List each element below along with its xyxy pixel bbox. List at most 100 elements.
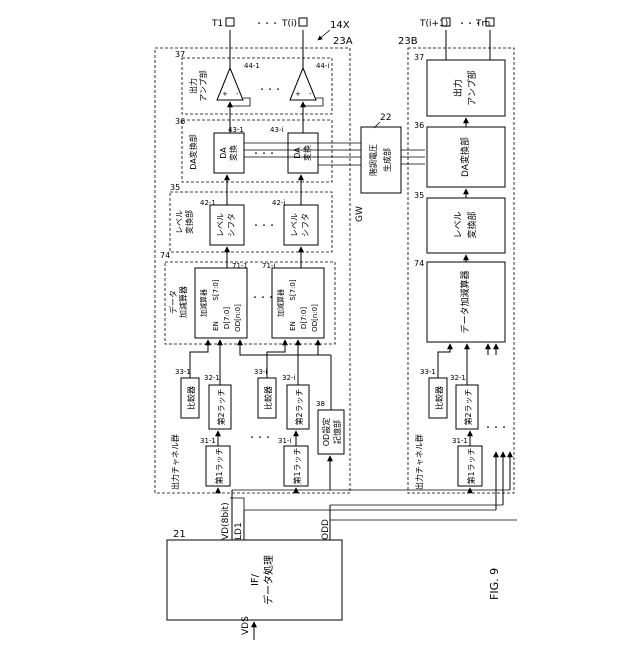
b-ls-line1: レベル <box>454 211 464 238</box>
amp-i-plus: + <box>295 90 301 98</box>
adder-i-s: S[7:0] <box>289 279 297 300</box>
da-i-text2: 変換 <box>302 145 312 161</box>
ref-74: 74 <box>160 251 170 260</box>
sec-amp-line2: アンプ部 <box>198 70 208 101</box>
label-t1: T1 <box>211 19 223 29</box>
adder-i-od: OD[n:0] <box>311 304 319 332</box>
terminal-ellipsis-b: ・・・ <box>458 19 482 28</box>
latch1-i-text: 第1ラッチ <box>292 447 302 484</box>
ref-22: 22 <box>380 113 391 123</box>
sec-amp-line1: 出力 <box>188 78 198 94</box>
terminal-ti <box>299 18 307 26</box>
label-gw: GW <box>355 206 365 222</box>
latch2-1-text: 第2ラッチ <box>216 388 226 425</box>
b-ref-36: 36 <box>414 121 424 130</box>
ref-71-1: 71-1 <box>232 262 248 270</box>
terminal-t1 <box>226 18 234 26</box>
block-22-box <box>361 127 401 193</box>
out-ch-group-b: 出力チャネル群 <box>414 434 424 490</box>
b-ref-35: 35 <box>414 191 424 200</box>
block-21-label-1: IF/ <box>250 573 261 586</box>
ref-21: 21 <box>173 529 186 540</box>
ref-23a: 23A <box>333 36 353 47</box>
adder-1-od: OD[n:0] <box>234 304 242 332</box>
ref-71-i: 71-i <box>262 262 275 270</box>
ref-35: 35 <box>170 183 180 192</box>
b-amp-line2: アンプ部 <box>466 70 478 105</box>
cmpi-to-adderi <box>267 340 285 378</box>
sec-da-line1: DA変換部 <box>188 134 198 170</box>
block-22-line1: 階調電圧 <box>368 144 378 176</box>
signal-vd: VD(8bit) <box>221 502 231 540</box>
b-ref-74: 74 <box>414 259 424 268</box>
b-amp-box <box>427 60 505 116</box>
ref-36: 36 <box>175 117 185 126</box>
ls-i-text2: シフタ <box>301 213 310 237</box>
b-cmp-text: 比較器 <box>434 386 444 410</box>
b-ls-line2: 変換部 <box>466 211 478 238</box>
ref-38: 38 <box>316 400 325 408</box>
ref-33-i: 33-i <box>254 368 267 376</box>
cmp-i-text: 比較器 <box>263 386 273 410</box>
ref-33-1: 33-1 <box>175 368 191 376</box>
adder-1-d: D[7:0] <box>223 307 231 329</box>
ref-44-1: 44-1 <box>244 62 260 70</box>
label-ti: T(i) <box>281 19 297 29</box>
adder-i-en: EN <box>289 321 297 331</box>
terminal-ellipsis: ・・・ <box>255 19 279 28</box>
ref-37: 37 <box>175 50 185 59</box>
amp-ellipsis: ・・・ <box>258 85 282 94</box>
ref-14x: 14X <box>330 20 350 31</box>
sec-ls-line2: 変換部 <box>184 210 194 234</box>
od-line1: OD設定 <box>321 418 331 446</box>
block-21: 21 IF/ データ処理 VDS <box>167 529 342 640</box>
ref-43-i: 43-i <box>270 126 283 134</box>
ref-42-1: 42-1 <box>200 199 216 207</box>
da-1-text2: 変換 <box>228 145 238 161</box>
b-latch2-text: 第2ラッチ <box>463 388 473 425</box>
adder-ellipsis: ・・・ <box>251 293 275 302</box>
ls-ellipsis: ・・・ <box>252 221 276 230</box>
amp-i <box>290 68 316 100</box>
latch1-1-text: 第1ラッチ <box>214 447 224 484</box>
ref-44-i: 44-i <box>316 62 329 70</box>
panel-23a: 23A 14X 37 出力 アンプ部 + - + - 44-1 44-i ・・・… <box>155 18 353 510</box>
ref-42-i: 42-i <box>272 199 285 207</box>
od-line2: 記憶部 <box>332 420 342 444</box>
b-ref-37: 37 <box>414 53 424 62</box>
b-ref-31-1: 31-1 <box>452 437 468 445</box>
channel-ellipsis: ・・・ <box>248 433 272 442</box>
adder-i-title: 加減算器 <box>276 289 285 317</box>
signal-bus: VD(8bit) LD1 ODD <box>221 490 517 540</box>
signal-ld1: LD1 <box>234 522 244 540</box>
signal-vds: VDS <box>241 616 251 635</box>
cmp-1-text: 比較器 <box>186 386 196 410</box>
ref-14x-arrow <box>318 30 330 40</box>
da-1-text1: DA <box>219 147 228 159</box>
panel-23b: 23B T(i+1) Tm ・・・ 出力 アンプ部 37 DA変換部 36 レベ… <box>398 18 514 510</box>
b-amp-line1: 出力 <box>452 79 464 97</box>
adder-1-en: EN <box>212 321 220 331</box>
block-21-label-2: データ処理 <box>262 555 275 605</box>
b-ls-box <box>427 198 505 253</box>
b-ref-33-1: 33-1 <box>420 368 436 376</box>
label-ti1: T(i+1) <box>419 19 448 29</box>
sec-ls-line1: レベル <box>175 210 184 234</box>
b-adder-text: データ加減算器 <box>459 270 471 333</box>
ref-32-1: 32-1 <box>204 374 220 382</box>
ref-32-i: 32-i <box>282 374 295 382</box>
b-channel-ellipsis: ・・・ <box>484 423 508 432</box>
b-ref-32-1: 32-1 <box>450 374 466 382</box>
out-ch-group-a: 出力チャネル群 <box>170 434 180 490</box>
adder-1-title: 加減算器 <box>199 289 208 317</box>
ref-31-i: 31-i <box>278 437 291 445</box>
adder-i-d: D[7:0] <box>300 307 308 329</box>
amp-1 <box>217 68 243 100</box>
amp-1-plus: + <box>222 90 228 98</box>
sec-adder-line2: 加減算器 <box>178 286 188 318</box>
sec-adder-line1: データ <box>168 290 178 314</box>
b-latch1-text: 第1ラッチ <box>466 447 476 484</box>
ls-1-text1: レベル <box>216 213 225 237</box>
